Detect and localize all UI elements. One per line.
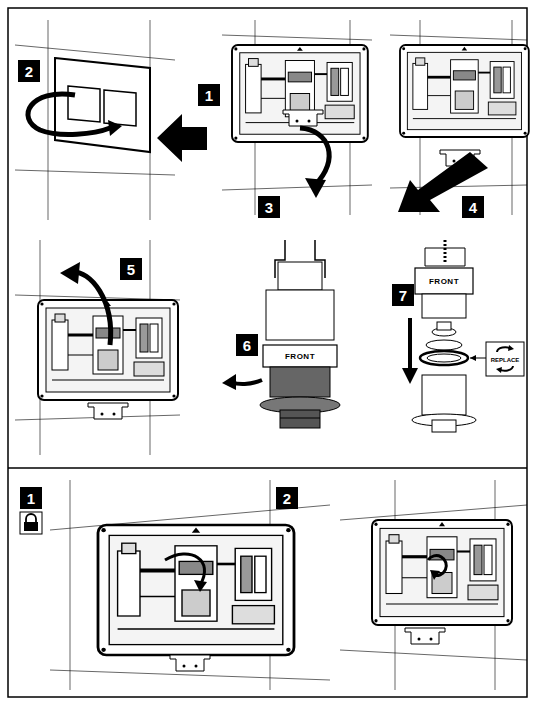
callout-number: 5 <box>120 258 142 280</box>
front-marking: FRONT <box>266 347 334 365</box>
wall-grid <box>222 35 372 40</box>
valve-cup <box>412 240 476 432</box>
flush-plate <box>55 58 150 152</box>
replace-text: REPLACE <box>487 355 523 364</box>
flush-valve <box>266 290 334 340</box>
front-bracket <box>405 628 445 644</box>
remove-arrow <box>60 262 80 284</box>
replace-icon <box>486 342 524 376</box>
rotate-arrow <box>430 570 440 580</box>
replace-icon <box>496 367 502 373</box>
rotate-arrow <box>428 556 446 580</box>
wall-grid <box>48 20 49 220</box>
front-bracket <box>170 655 210 671</box>
lock-icon <box>20 512 42 534</box>
rotate-arrow <box>28 94 122 136</box>
cistern-frame <box>400 45 529 137</box>
lift-arrow <box>300 128 329 185</box>
wall-grid <box>15 45 175 60</box>
wall-grid <box>15 170 175 175</box>
callout-number: 3 <box>258 196 280 218</box>
front-bracket <box>88 403 128 419</box>
lock-arrow <box>194 580 207 592</box>
valve-cup <box>427 354 461 362</box>
lift-arrow <box>300 128 329 198</box>
valve-cup <box>444 240 447 262</box>
front-bracket <box>88 403 128 419</box>
lock-icon <box>20 512 42 534</box>
wall-grid <box>390 35 527 40</box>
turn-arrow <box>222 374 236 390</box>
flush-plate <box>68 86 100 122</box>
push-arrow <box>157 114 207 162</box>
page-border <box>8 467 527 469</box>
callout-number: 6 <box>236 334 258 356</box>
flush-valve <box>278 262 322 290</box>
front-bracket <box>283 110 323 126</box>
replace-icon <box>486 342 524 376</box>
valve-cup <box>432 420 456 432</box>
callout-number: 7 <box>392 284 414 306</box>
cistern-frame <box>372 520 512 625</box>
flush-valve <box>270 367 330 397</box>
down-arrow <box>402 368 418 384</box>
cistern-frame <box>98 525 294 655</box>
callout-number: 1 <box>198 84 220 106</box>
rotate-arrow <box>28 94 110 135</box>
turn-arrow <box>222 374 262 390</box>
front-bracket <box>405 628 445 644</box>
valve-cup <box>415 268 473 294</box>
callout-number: 4 <box>462 196 484 218</box>
cistern-frame <box>98 525 294 655</box>
valve-cup <box>422 294 466 318</box>
cistern-frame <box>400 45 529 137</box>
valve-cup <box>420 351 468 365</box>
front-bracket <box>283 110 323 126</box>
cistern-frame <box>232 45 368 142</box>
callout-number: 1 <box>20 487 42 509</box>
flush-valve <box>280 410 320 428</box>
lock-arrow <box>165 554 207 592</box>
lift-arrow <box>305 178 326 198</box>
callout-number: 2 <box>276 487 298 509</box>
down-arrow <box>408 318 412 372</box>
flush-valve <box>280 418 320 419</box>
cistern-frame <box>372 520 512 625</box>
valve-cup <box>437 322 451 330</box>
rotate-arrow <box>108 120 122 136</box>
cistern-frame <box>232 45 368 142</box>
front-marking: FRONT <box>417 272 471 290</box>
remove-arrow <box>60 262 111 345</box>
wall-grid <box>340 650 527 660</box>
lock-icon <box>26 514 36 522</box>
wall-grid <box>340 505 527 520</box>
lock-arrow <box>165 554 205 585</box>
replace-icon <box>508 345 514 351</box>
wall-grid <box>70 480 71 690</box>
down-arrow <box>402 318 486 384</box>
lock-icon <box>24 522 38 531</box>
flush-valve <box>263 345 337 367</box>
push-arrow <box>157 114 207 162</box>
callout-number: 2 <box>18 60 40 82</box>
valve-cup <box>422 375 466 415</box>
front-bracket <box>170 655 210 671</box>
flush-valve <box>260 240 340 428</box>
valve-cup <box>426 340 462 350</box>
turn-arrow <box>232 380 262 384</box>
flush-plate <box>55 58 150 152</box>
down-arrow <box>470 355 476 361</box>
wall-grid <box>222 185 372 190</box>
